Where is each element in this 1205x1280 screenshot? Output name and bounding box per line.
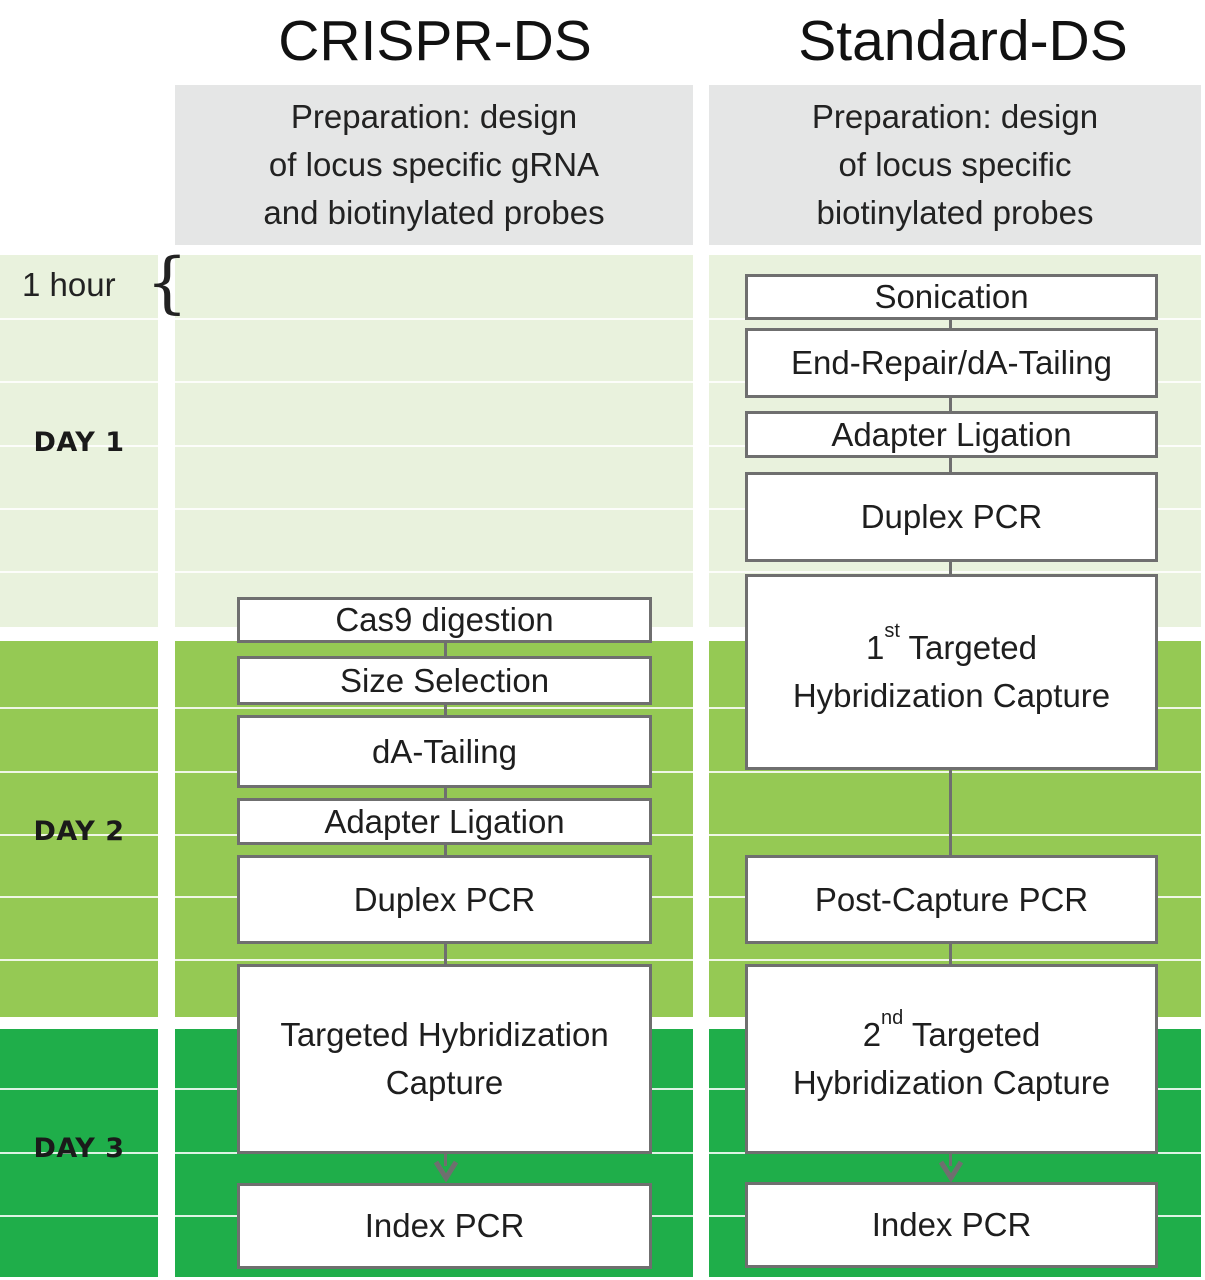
one-hour-label: 1 hour xyxy=(22,266,116,303)
grid-line xyxy=(175,571,693,573)
day1-band-label-col xyxy=(0,255,158,627)
grid-line xyxy=(0,318,158,320)
second-capture-word: Targeted xyxy=(903,1016,1041,1053)
cas9-digestion-box: Cas9 digestion xyxy=(237,597,652,643)
crispr-connector xyxy=(444,786,447,800)
second-capture-ordinal: nd xyxy=(881,1007,904,1029)
crispr-prep-line-3: and biotinylated probes xyxy=(263,194,605,231)
standard-arrow-down-icon xyxy=(938,1160,964,1182)
standard-prep-line-3: biotinylated probes xyxy=(816,194,1094,231)
day2-label: DAY 2 xyxy=(33,816,125,847)
grid-line xyxy=(709,834,1201,836)
crispr-ds-title: CRISPR-DS xyxy=(278,9,592,73)
standard-duplex-pcr-label: Duplex PCR xyxy=(860,498,1043,535)
standard-index-pcr-label: Index PCR xyxy=(871,1206,1032,1243)
second-targeted-capture-box: 2nd Targeted Hybridization Capture xyxy=(745,964,1158,1154)
size-selection-label: Size Selection xyxy=(339,661,550,699)
first-capture-number: 1 xyxy=(866,629,885,666)
day1-band-crispr xyxy=(175,255,693,627)
second-capture-number: 2 xyxy=(862,1016,882,1053)
sonication-label: Sonication xyxy=(874,278,1029,315)
crispr-prep-line-2: of locus specific gRNA xyxy=(268,146,600,183)
crispr-connector xyxy=(444,1152,447,1166)
first-capture-line-1: 1st Targeted xyxy=(793,621,1110,672)
post-capture-pcr-box: Post-Capture PCR xyxy=(745,855,1158,944)
crispr-targeted-capture-box: Targeted Hybridization Capture xyxy=(237,964,652,1154)
first-targeted-capture-box: 1st Targeted Hybridization Capture xyxy=(745,574,1158,770)
second-capture-line-2: Hybridization Capture xyxy=(792,1064,1111,1101)
grid-line xyxy=(175,445,693,447)
standard-preparation-box: Preparation: design of locus specific bi… xyxy=(709,85,1201,245)
grid-line xyxy=(175,959,693,961)
grid-line xyxy=(0,445,158,447)
grid-line xyxy=(709,571,1201,573)
size-selection-box: Size Selection xyxy=(237,656,652,705)
standard-connector xyxy=(949,318,952,330)
second-capture-line-1: 2nd Targeted xyxy=(793,1008,1110,1059)
sonication-box: Sonication xyxy=(745,274,1158,320)
standard-connector xyxy=(949,396,952,412)
crispr-preparation-box: Preparation: design of locus specific gR… xyxy=(175,85,693,245)
day3-label: DAY 3 xyxy=(33,1133,125,1164)
grid-line xyxy=(175,508,693,510)
crispr-adapter-ligation-label: Adapter Ligation xyxy=(324,802,565,840)
day1-label: DAY 1 xyxy=(33,427,125,458)
standard-connector xyxy=(949,942,952,966)
grid-line xyxy=(0,959,158,961)
crispr-prep-line-1: Preparation: design xyxy=(290,98,578,135)
standard-connector xyxy=(949,560,952,576)
crispr-connector xyxy=(444,843,447,857)
day2-band-label-col xyxy=(0,641,158,1017)
grid-line xyxy=(175,318,693,320)
standard-prep-line-2: of locus specific xyxy=(838,146,1072,183)
standard-adapter-ligation-label: Adapter Ligation xyxy=(831,415,1072,453)
first-capture-ordinal: st xyxy=(884,620,900,642)
standard-prep-line-1: Preparation: design xyxy=(811,98,1099,135)
grid-line xyxy=(175,381,693,383)
crispr-arrow-down-icon xyxy=(433,1160,459,1182)
standard-connector xyxy=(949,768,952,858)
standard-connector xyxy=(949,456,952,474)
grid-line xyxy=(0,1088,158,1090)
grid-line xyxy=(175,707,693,709)
crispr-index-pcr-box: Index PCR xyxy=(237,1183,652,1269)
crispr-capture-line-1: Targeted Hybridization xyxy=(280,1016,609,1053)
crispr-duplex-pcr-box: Duplex PCR xyxy=(237,855,652,944)
standard-ds-title: Standard-DS xyxy=(798,9,1128,73)
first-capture-word: Targeted xyxy=(899,629,1037,666)
crispr-connector xyxy=(444,640,447,658)
grid-line xyxy=(0,834,158,836)
grid-line xyxy=(709,771,1201,773)
first-capture-line-2: Hybridization Capture xyxy=(792,677,1111,714)
standard-duplex-pcr-box: Duplex PCR xyxy=(745,472,1158,562)
crispr-index-pcr-label: Index PCR xyxy=(364,1207,525,1244)
cas9-digestion-label: Cas9 digestion xyxy=(335,601,554,638)
standard-connector xyxy=(949,1152,952,1166)
crispr-capture-line-2: Capture xyxy=(385,1064,504,1101)
crispr-da-tailing-box: dA-Tailing xyxy=(237,715,652,788)
end-repair-box: End-Repair/dA-Tailing xyxy=(745,328,1158,398)
grid-line xyxy=(0,896,158,898)
grid-line xyxy=(0,1152,158,1154)
grid-line xyxy=(0,1215,158,1217)
standard-index-pcr-box: Index PCR xyxy=(745,1182,1158,1268)
crispr-duplex-pcr-label: Duplex PCR xyxy=(353,880,536,918)
crispr-da-tailing-label: dA-Tailing xyxy=(372,732,517,770)
grid-line xyxy=(0,771,158,773)
crispr-connector xyxy=(444,703,447,717)
crispr-connector xyxy=(444,942,447,966)
grid-line xyxy=(0,508,158,510)
end-repair-label: End-Repair/dA-Tailing xyxy=(791,344,1112,381)
grid-line xyxy=(0,707,158,709)
grid-line xyxy=(0,571,158,573)
hour-brace-icon: { xyxy=(146,244,188,321)
grid-line xyxy=(0,381,158,383)
post-capture-pcr-label: Post-Capture PCR xyxy=(814,880,1089,918)
grid-line xyxy=(709,959,1201,961)
standard-adapter-ligation-box: Adapter Ligation xyxy=(745,411,1158,458)
crispr-adapter-ligation-box: Adapter Ligation xyxy=(237,798,652,845)
